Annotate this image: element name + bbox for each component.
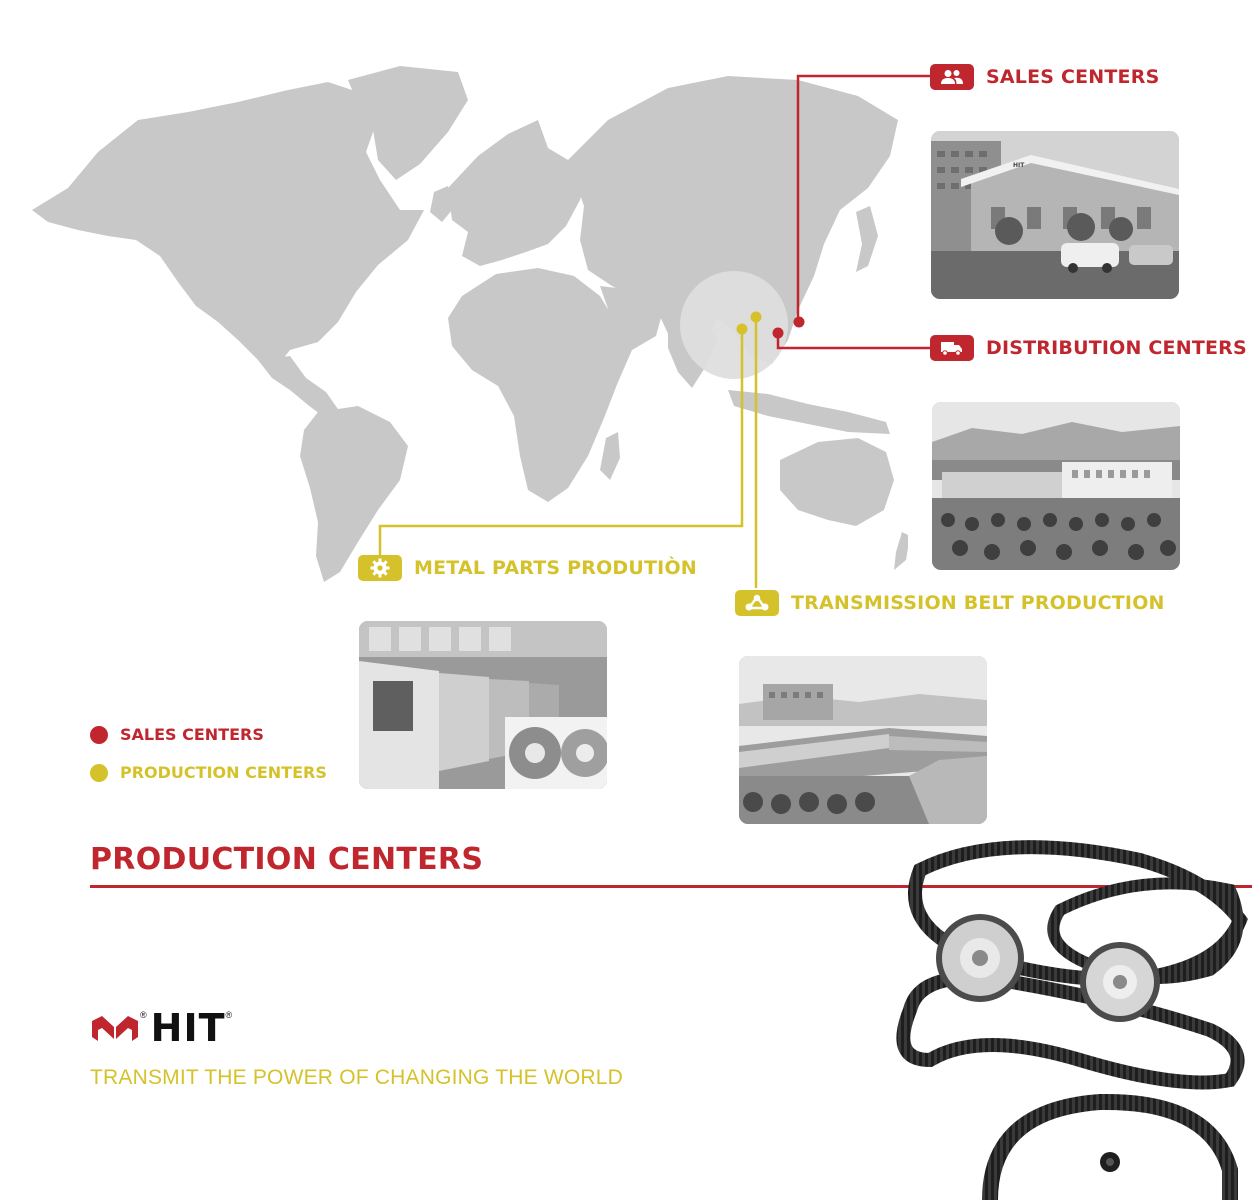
- central-america-landmass: [258, 356, 340, 420]
- metal-callout: METAL PARTS PRODUTIÒN: [358, 555, 697, 581]
- distribution-callout-label: DISTRIBUTION CENTERS: [986, 337, 1247, 359]
- pulley-large: [936, 914, 1024, 1002]
- section-rule: [90, 885, 1252, 888]
- legend-production-dot: [90, 763, 108, 782]
- gear-icon: [358, 555, 402, 581]
- metal-callout-label: METAL PARTS PRODUTIÒN: [414, 557, 697, 579]
- distribution-facility-photo: [932, 402, 1180, 570]
- office-sign-text: HIT: [1013, 162, 1025, 169]
- sales-office-photo: HIT: [931, 131, 1179, 299]
- legend-sales-label: SALES CENTERS: [120, 725, 264, 744]
- truck-icon: [930, 335, 974, 361]
- legend-production-label: PRODUCTION CENTERS: [120, 763, 327, 782]
- brand-logo: ® HIT ®: [90, 1008, 232, 1048]
- hit-logo-mark: [92, 1016, 138, 1041]
- japan-landmass: [856, 206, 878, 272]
- pulley-medium: [1080, 942, 1160, 1022]
- sales-callout-label: SALES CENTERS: [986, 66, 1160, 88]
- legend-sales-dot: [90, 725, 108, 744]
- brand-reg-mark: ®: [225, 1010, 233, 1020]
- world-map: [32, 66, 908, 582]
- users-icon: [930, 64, 974, 90]
- brand-reg-mark-left: ®: [140, 1010, 147, 1020]
- metal-parts-workshop-photo: [359, 621, 607, 789]
- north-america-landmass: [32, 82, 424, 370]
- belt-callout-label: TRANSMISSION BELT PRODUCTION: [791, 592, 1165, 614]
- greenland-landmass: [348, 66, 468, 180]
- europe-landmass: [448, 120, 588, 266]
- belt-icon: [735, 590, 779, 616]
- australia-landmass: [780, 438, 894, 526]
- uk-landmass: [430, 186, 452, 222]
- sales-callout: SALES CENTERS: [930, 64, 1159, 90]
- belts-pulleys-image: [896, 840, 1248, 1200]
- indonesia-landmass: [728, 390, 890, 434]
- brand-tagline: TRANSMIT THE POWER OF CHANGING THE WORLD: [90, 1066, 624, 1089]
- new-zealand-landmass: [894, 532, 908, 570]
- china-highlight: [680, 271, 788, 379]
- distribution-callout: DISTRIBUTION CENTERS: [930, 335, 1247, 361]
- brand-name: HIT: [150, 1006, 226, 1050]
- legend-sales: SALES CENTERS: [90, 725, 264, 744]
- madagascar-landmass: [600, 432, 620, 480]
- belt-factory-photo: [739, 656, 987, 824]
- legend-production: PRODUCTION CENTERS: [90, 763, 327, 782]
- belt-callout: TRANSMISSION BELT PRODUCTION: [735, 590, 1165, 616]
- section-title: PRODUCTION CENTERS: [90, 842, 484, 877]
